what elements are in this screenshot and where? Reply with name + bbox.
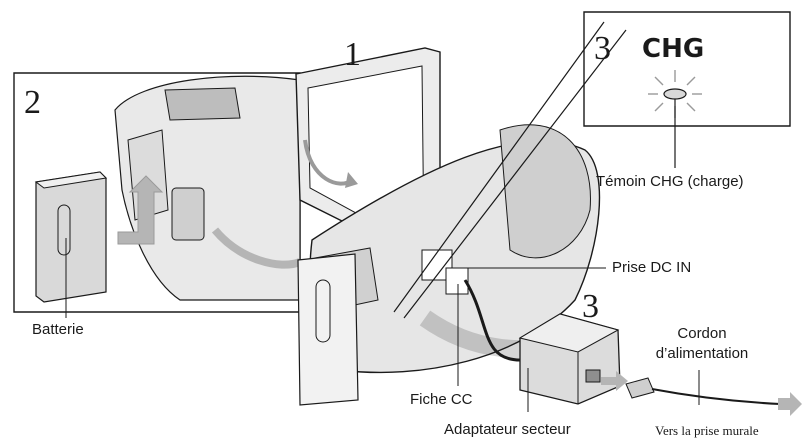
step-3-number-bottom: 3 xyxy=(582,288,599,325)
label-power-cord-line2: d’alimentation xyxy=(655,345,749,362)
camcorder-illustration xyxy=(295,47,601,406)
chg-lamp-icon xyxy=(663,88,687,100)
step-2-number: 2 xyxy=(24,84,41,121)
step-3-number-top: 3 xyxy=(594,30,611,67)
ac-adaptor-illustration xyxy=(518,313,802,416)
label-ac-adaptor: Adaptateur secteur xyxy=(444,421,571,438)
label-wall-outlet: Vers la prise murale xyxy=(655,423,759,438)
inset-chg-panel xyxy=(393,11,791,319)
label-battery: Batterie xyxy=(32,321,84,338)
label-dc-plug: Fiche CC xyxy=(410,391,473,408)
label-chg-indicator: Témoin CHG (charge) xyxy=(596,173,744,190)
label-power-cord-line1: Cordon xyxy=(677,325,727,342)
leader-lines xyxy=(65,238,700,412)
label-dc-in: Prise DC IN xyxy=(612,259,692,276)
chg-indicator-text: CHG xyxy=(642,34,705,64)
step-1-number: 1 xyxy=(344,36,361,73)
inset-battery-panel xyxy=(13,72,302,313)
battery-illustration xyxy=(34,171,108,303)
